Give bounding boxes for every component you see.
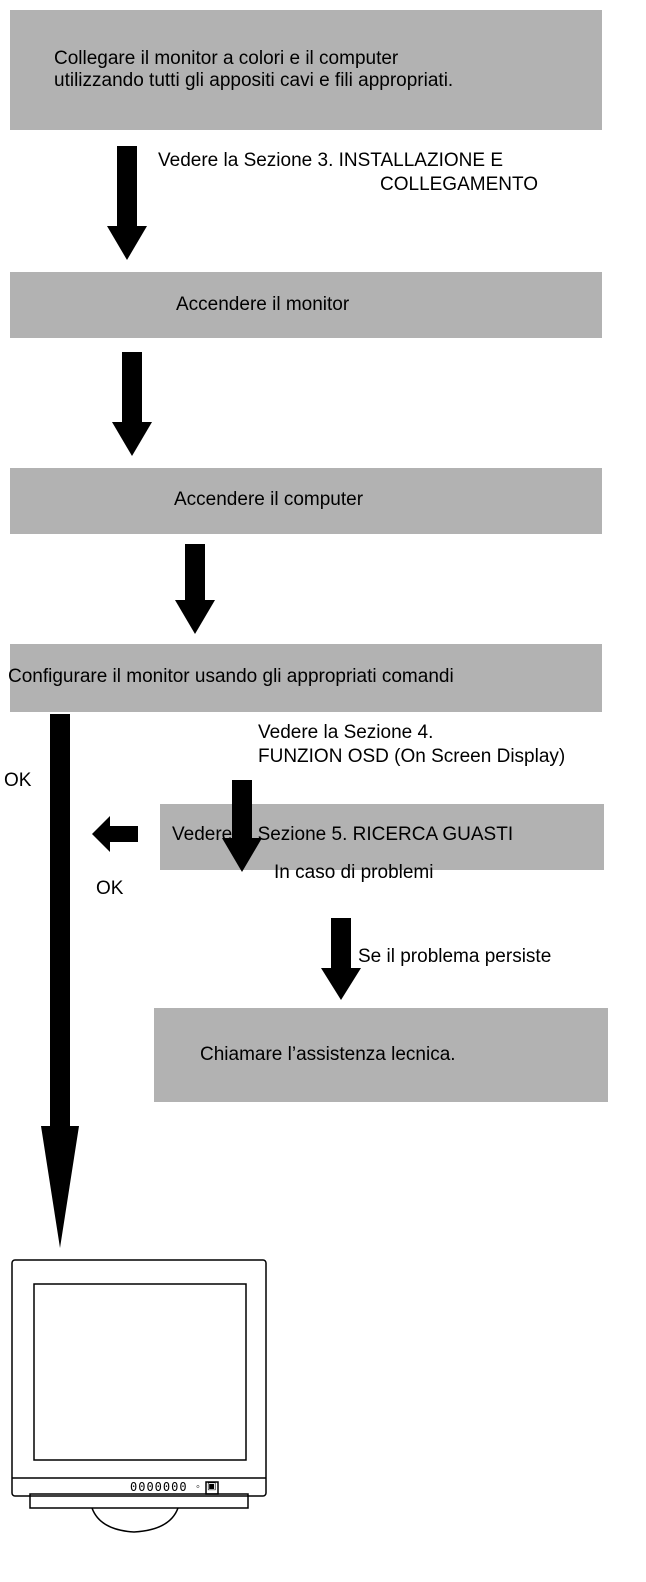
arrow-down-problems xyxy=(222,780,262,872)
note-section4-line2: FUNZION OSD (On Screen Display) xyxy=(258,746,566,767)
monitor-power-indicator: ◦ xyxy=(196,1481,200,1493)
arrow-down-1 xyxy=(107,146,147,260)
step-configure-box: Configurare il monitor usando gli approp… xyxy=(8,644,602,712)
note-persists: Se il problema persiste xyxy=(358,946,552,967)
step-call-support-box: Chiamare l’assistenza lecnica. xyxy=(154,1008,608,1102)
label-ok-side: OK xyxy=(96,878,124,899)
step-configure-label: Configurare il monitor usando gli approp… xyxy=(8,666,454,687)
arrow-down-2 xyxy=(112,352,152,456)
monitor-illustration xyxy=(11,1259,267,1533)
monitor-base xyxy=(29,1493,249,1509)
step-connect-box: Collegare il monitor a colori e il compu… xyxy=(10,10,602,130)
monitor-buttons: 0000000 xyxy=(130,1480,188,1494)
arrow-ok-long xyxy=(41,714,79,1248)
step-power-monitor-box: Accendere il monitor xyxy=(10,272,602,338)
monitor-screen xyxy=(33,1283,247,1461)
monitor-stand xyxy=(91,1507,179,1533)
step-connect-line1: Collegare il monitor a colori e il compu… xyxy=(54,48,399,69)
note-problems: In caso di problemi xyxy=(274,862,434,883)
note-section3-line1: Vedere la Sezione 3. INSTALLAZIONE E xyxy=(158,150,503,171)
monitor-power-button-icon: ▣ xyxy=(207,1481,217,1492)
monitor-bezel xyxy=(11,1259,267,1497)
arrow-down-persists xyxy=(321,918,361,1000)
step-connect-line2: utilizzando tutti gli appositi cavi e fi… xyxy=(54,70,454,91)
note-section3-line2: COLLEGAMENTO xyxy=(380,174,539,195)
arrow-down-3 xyxy=(175,544,215,634)
note-section4-line1: Vedere la Sezione 4. xyxy=(258,722,434,743)
step-power-computer-box: Accendere il computer xyxy=(10,468,602,534)
label-ok-main: OK xyxy=(4,770,32,791)
arrow-left-ok xyxy=(92,816,138,852)
step-call-support-label: Chiamare l’assistenza lecnica. xyxy=(200,1044,456,1065)
power-button-frame xyxy=(205,1481,219,1495)
step-power-monitor-label: Accendere il monitor xyxy=(176,294,350,315)
step-power-computer-label: Accendere il computer xyxy=(174,489,364,510)
